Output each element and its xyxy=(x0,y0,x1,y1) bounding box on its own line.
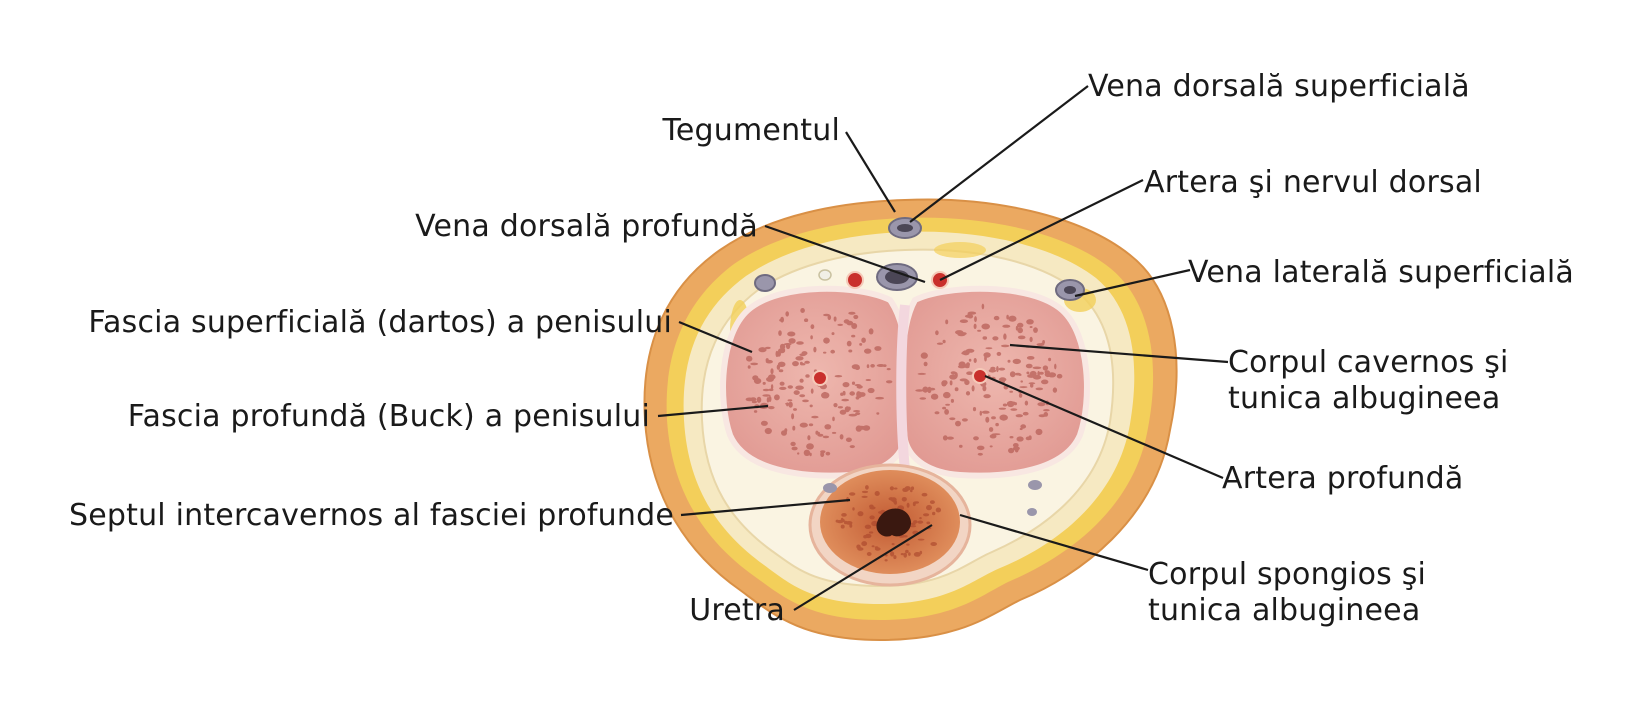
label-corpul-spongios-line1: Corpul spongios şi xyxy=(1148,557,1427,592)
leader-septul xyxy=(680,498,851,517)
leader-tegumentul xyxy=(845,131,896,213)
leader-vena-dorsala-profunda xyxy=(764,224,926,284)
deep-artery-right xyxy=(972,368,988,384)
label-septul-intercavernos: Septul intercavernos al fasciei profunde xyxy=(68,498,674,533)
leader-artera-profunda xyxy=(984,374,1224,480)
corpus-cavernosum-right xyxy=(898,285,1090,479)
deep-artery-left xyxy=(812,370,828,386)
label-vena-laterala-superficiala: Vena laterală superficială xyxy=(1188,255,1575,290)
label-artera-profunda: Artera profundă xyxy=(1222,461,1464,496)
label-corpul-cavernos-line2: tunica albugineea xyxy=(1228,381,1501,416)
leader-vena-dorsala-superficiala xyxy=(909,85,1089,223)
label-tegumentul: Tegumentul xyxy=(662,113,840,148)
leader-artera-nervul-dorsal xyxy=(939,179,1144,281)
label-artera-nervul-dorsal: Artera şi nervul dorsal xyxy=(1144,165,1482,200)
leader-fascia-superficiala xyxy=(678,320,753,354)
leader-corpul-cavernos xyxy=(1009,343,1229,364)
leader-fascia-profunda xyxy=(657,404,769,418)
leader-lines xyxy=(657,85,1229,611)
dorsal-nerve xyxy=(818,269,832,281)
urethra-lumen xyxy=(876,508,911,537)
label-vena-dorsala-profunda: Vena dorsală profundă xyxy=(415,209,758,244)
label-fascia-superficiala: Fascia superficială (dartos) a penisului xyxy=(88,305,672,340)
label-corpul-cavernos-line1: Corpul cavernos şi xyxy=(1228,345,1509,380)
label-vena-dorsala-superficiala: Vena dorsală superficială xyxy=(1088,69,1470,104)
leader-uretra xyxy=(793,524,933,611)
label-fascia-profunda: Fascia profundă (Buck) a penisului xyxy=(127,399,650,434)
lateral-superficial-vein-left xyxy=(754,274,776,292)
leader-corpul-spongios xyxy=(959,513,1149,572)
leader-vena-laterala-superficiala xyxy=(1074,268,1191,298)
cavernous-sinuses-right xyxy=(915,303,1063,456)
label-corpul-spongios-line2: tunica albugineea xyxy=(1148,593,1421,628)
cavernous-sinuses-left xyxy=(745,308,893,457)
label-uretra: Uretra xyxy=(689,593,785,628)
dorsal-artery-left xyxy=(846,271,864,289)
septum-pectiniforme xyxy=(896,304,910,471)
